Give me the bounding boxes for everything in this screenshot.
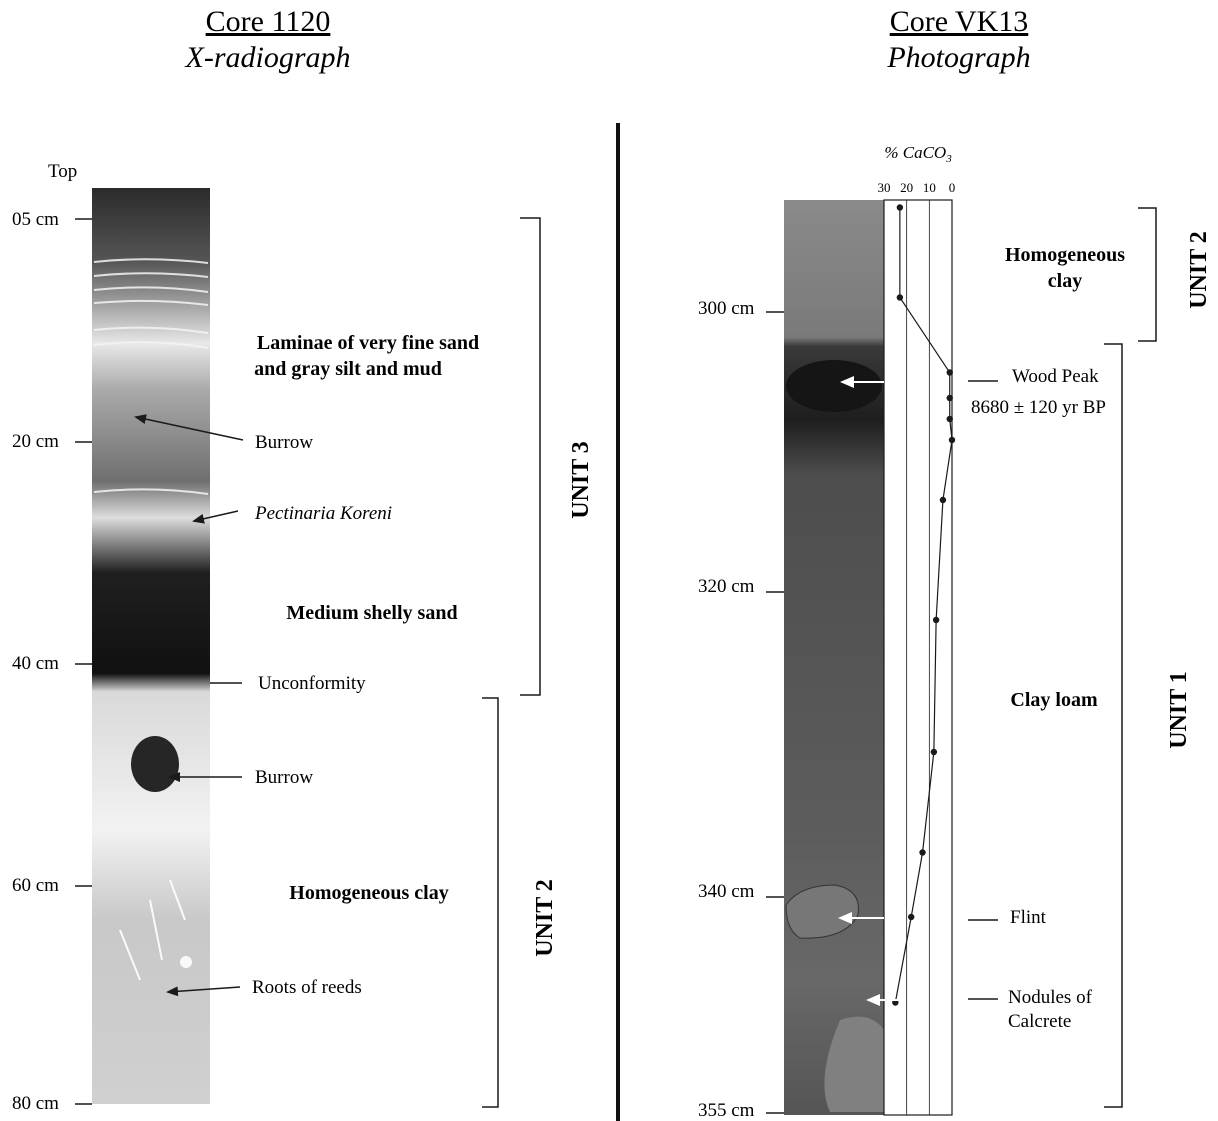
right-facies-homogeneous-1: Homogeneous <box>1005 244 1125 266</box>
roots-arrow <box>166 986 241 997</box>
caco3-plot: 30 20 10 0 <box>878 180 956 1116</box>
right-unit1-bracket <box>1104 343 1123 1108</box>
caco3-tick-label: 10 <box>923 180 936 195</box>
caco3-point <box>896 294 904 301</box>
nodules-label-1: Nodules of <box>1008 987 1093 1008</box>
right-subtitle: Photograph <box>886 41 1030 74</box>
right-unit1-label: UNIT 1 <box>1166 671 1192 749</box>
left-depth-label-40: 40 cm <box>12 653 59 674</box>
photo-wood-band <box>786 360 882 412</box>
burrow-upper-label: Burrow <box>255 432 313 453</box>
caco3-ticklabels: 30 20 10 0 <box>878 180 956 195</box>
caco3-point <box>939 496 947 504</box>
left-unit2-label: UNIT 2 <box>532 879 558 957</box>
caco3-point <box>946 369 953 376</box>
right-title: Core VK13 <box>890 5 1029 38</box>
xray-burrow-blob <box>131 736 179 792</box>
photo-calcrete-nodules <box>824 1016 884 1112</box>
right-depth-label-340: 340 cm <box>698 881 755 902</box>
caco3-point <box>946 394 953 402</box>
pectinaria-arrow <box>192 510 239 524</box>
right-depth-label-355: 355 cm <box>698 1100 755 1121</box>
caco3-point <box>908 913 915 921</box>
caco3-tick-label: 30 <box>878 180 891 195</box>
caco3-tick-label: 0 <box>949 180 956 195</box>
pectinaria-label: Pectinaria Koreni <box>254 503 392 524</box>
roots-label: Roots of reeds <box>252 977 362 998</box>
photo-core-image <box>784 200 884 1115</box>
left-facies-shelly-sand: Medium shelly sand <box>286 602 457 624</box>
left-depth-label-05: 05 cm <box>12 209 59 230</box>
caco3-axis-title: % CaCO3 <box>884 143 952 165</box>
left-facies-laminae-1: Laminae of very fine sand <box>257 332 479 354</box>
caco3-point <box>919 849 926 856</box>
right-depth-axis <box>766 311 784 1114</box>
nodules-label-2: Calcrete <box>1008 1011 1071 1032</box>
left-depth-label-60: 60 cm <box>12 875 59 896</box>
burrow-upper-arrow <box>134 414 244 441</box>
caco3-gridlines <box>906 200 930 1115</box>
caco3-point <box>948 436 956 444</box>
left-depth-label-80: 80 cm <box>12 1093 59 1114</box>
left-facies-laminae-2: and gray silt and mud <box>254 358 442 380</box>
right-facies-clay-loam: Clay loam <box>1010 689 1098 711</box>
wood-peak-date: 8680 ± 120 yr BP <box>971 397 1106 418</box>
left-depth-axis <box>75 218 92 1105</box>
caco3-point <box>930 748 938 756</box>
caco3-axis-title-sub: 3 <box>945 153 952 165</box>
left-unit2-bracket <box>482 697 499 1108</box>
caco3-plot-frame <box>883 199 953 1116</box>
right-unit2-bracket <box>1138 207 1157 342</box>
xray-core-image <box>92 188 210 1104</box>
left-depth-label-20: 20 cm <box>12 431 59 452</box>
right-depth-label-320: 320 cm <box>698 576 755 597</box>
left-subtitle: X-radiograph <box>185 41 351 74</box>
caco3-series-line <box>894 207 953 1003</box>
photo-flint-clast <box>785 884 860 939</box>
left-unit3-label: UNIT 3 <box>568 441 594 519</box>
caco3-axis-title-main: % CaCO <box>884 143 946 162</box>
caco3-tick-label: 20 <box>900 180 913 195</box>
xray-laminae <box>93 258 209 495</box>
burrow-lower-label: Burrow <box>255 767 313 788</box>
left-title: Core 1120 <box>206 5 331 38</box>
unconformity-label: Unconformity <box>258 673 366 694</box>
left-unit3-bracket <box>520 217 541 696</box>
flint-label: Flint <box>1010 907 1047 928</box>
xray-root-traces <box>119 879 192 981</box>
caco3-point <box>896 204 904 211</box>
caco3-point <box>946 415 953 423</box>
left-facies-homogeneous-clay: Homogeneous clay <box>289 882 448 904</box>
right-unit2-label: UNIT 2 <box>1186 231 1212 309</box>
caco3-point <box>932 616 940 624</box>
right-facies-homogeneous-2: clay <box>1048 270 1082 292</box>
right-depth-label-300: 300 cm <box>698 298 755 319</box>
wood-peak-label: Wood Peak <box>1012 366 1099 387</box>
left-top-label: Top <box>48 161 77 182</box>
